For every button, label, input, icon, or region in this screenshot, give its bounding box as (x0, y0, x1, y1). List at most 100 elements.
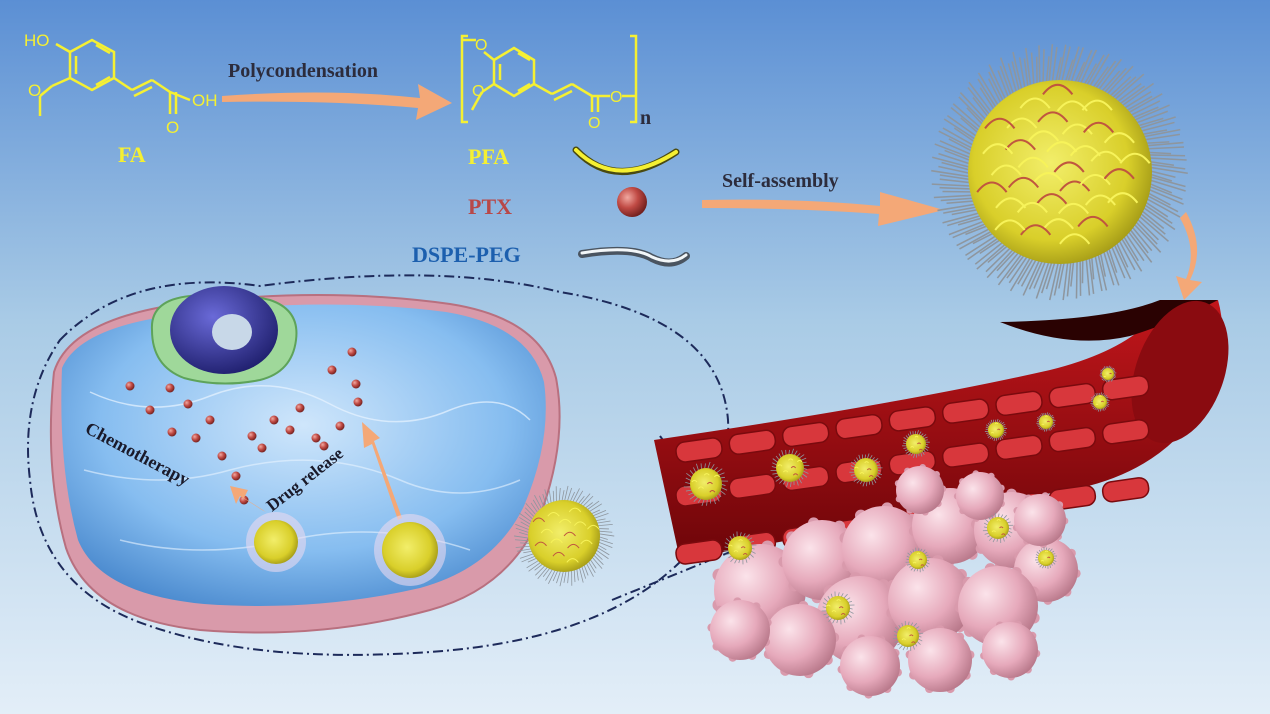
fa-o-atom: O (28, 81, 41, 100)
tumor-cell (894, 463, 947, 516)
endothelial-cell (781, 421, 830, 448)
pfa-chain-loop (1057, 202, 1090, 215)
circulating-nanoparticle (1099, 365, 1117, 383)
tumor-cell-body (982, 622, 1038, 678)
pfa-chain-loop (728, 544, 733, 547)
pfa-chain-loop (994, 422, 999, 425)
endothelial-cell (1101, 375, 1150, 401)
pfa-chain-loop (994, 219, 1026, 231)
pfa-chain-loop (916, 552, 921, 555)
ptx-dot (167, 427, 177, 437)
tumor-cell-body (1014, 494, 1066, 546)
ptx-dot (327, 365, 337, 375)
pfa-chain-loop (995, 197, 1027, 209)
nanoparticle-core (897, 625, 919, 647)
nanoparticle-core (1038, 550, 1054, 566)
pfa-chain-loop (742, 553, 748, 556)
pfa-chain-loop (1082, 121, 1115, 133)
endothelial-cell (888, 406, 937, 432)
pfa-chain-loop (1044, 550, 1049, 553)
pfa-chain-loop (1006, 117, 1038, 129)
ptx-sphere-icon (617, 187, 647, 217)
pfa-o-atom-left: O (472, 83, 484, 100)
pfa-chain-loop (918, 558, 923, 561)
pfa-chain-loop (918, 448, 923, 451)
release-arrow-right (362, 422, 402, 520)
pfa-chain-loop (573, 521, 587, 526)
pfa-chain-loop (1016, 201, 1048, 214)
ptx-dot (183, 399, 193, 409)
pfa-chain-loop (1040, 559, 1045, 562)
vessel-body (654, 300, 1223, 560)
accumulated-nanoparticle (905, 547, 931, 573)
nanoparticle-core (906, 434, 926, 454)
pfa-chain-loop (706, 481, 713, 485)
pfa-chain-loop (1103, 132, 1135, 144)
vessel-opening (1131, 300, 1229, 444)
pfa-chain-loop (740, 546, 746, 549)
tumor-cell-body (908, 628, 972, 692)
pfa-chain-loop (1053, 161, 1085, 173)
pfa-chain-loop (901, 638, 906, 641)
pfa-chain-loop (568, 507, 582, 513)
pfa-chain-loop (1042, 218, 1074, 230)
endothelial-cell (941, 398, 990, 424)
pfa-chain-loop (534, 541, 547, 547)
pfa-chain-loop (838, 606, 844, 609)
fa-oh-atom: OH (192, 91, 218, 110)
circulating-nanoparticle (770, 448, 810, 488)
tumor-cell-body (956, 472, 1004, 520)
pfa-chain-loop (1059, 180, 1091, 192)
entering-nanoparticle-body (514, 485, 615, 587)
nucleolus (212, 314, 252, 350)
large-nanoparticle (931, 44, 1188, 301)
tumor-cell (953, 470, 1005, 522)
pfa-chain-loop (1037, 111, 1069, 123)
fa-carbonyl-o-atom: O (166, 118, 179, 137)
ptx-dot (217, 451, 227, 461)
pfa-chain-loop (1107, 192, 1139, 204)
pfa-chain-loop (1044, 415, 1048, 417)
fa-ho-atom: HO (24, 31, 50, 50)
ptx-dot (205, 415, 215, 425)
pfa-chain-loop (1090, 150, 1122, 162)
pfa-chain-loop (709, 490, 716, 493)
ptx-dot (311, 433, 321, 443)
pfa-chain-loop (909, 634, 914, 637)
pfa-chain-loop (1001, 533, 1006, 536)
endothelial-cell (995, 390, 1043, 417)
pfa-chain-loop (1103, 168, 1135, 180)
pfa-o-atom-top: O (475, 37, 487, 54)
tumor-cell-zoom: Chemotherapy Drug release (27, 274, 741, 656)
pfa-chain-loop (836, 599, 841, 602)
ptx-dot (257, 443, 267, 453)
released-ptx-dots (125, 347, 363, 505)
pfa-chain-loop (1046, 141, 1078, 153)
pfa-chain-loop (997, 428, 1001, 431)
pfa-chain-loop (1098, 395, 1102, 397)
pfa-chain-loop (1061, 123, 1093, 135)
pfa-chain-loop (990, 431, 995, 434)
pfa-chain-loop (738, 539, 743, 542)
nanoparticle-core (776, 454, 804, 482)
pfa-chain-loop (587, 524, 600, 530)
pfa-chain-loop (911, 641, 916, 644)
circulating-nanoparticle (849, 453, 883, 487)
ptx-dot (335, 421, 345, 431)
pfa-chain-loop (567, 543, 580, 549)
tumor-cell-body (710, 600, 770, 660)
tumor-cell-body (840, 636, 900, 696)
nanoparticle-core (690, 468, 722, 500)
tumor-cell-body (764, 604, 836, 676)
pfa-chain-loop (1119, 152, 1151, 164)
ptx-dot (125, 381, 135, 391)
circulating-nanoparticle (902, 430, 930, 458)
endothelial-cell (1101, 477, 1150, 503)
pfa-chain-loop (788, 458, 794, 461)
endothelial-cell (728, 473, 777, 499)
accumulated-nanoparticle (982, 512, 1014, 544)
pfa-chain-loop (999, 526, 1004, 529)
pfa-chain-loop (792, 473, 799, 476)
pfa-chain-loop (1020, 224, 1052, 236)
